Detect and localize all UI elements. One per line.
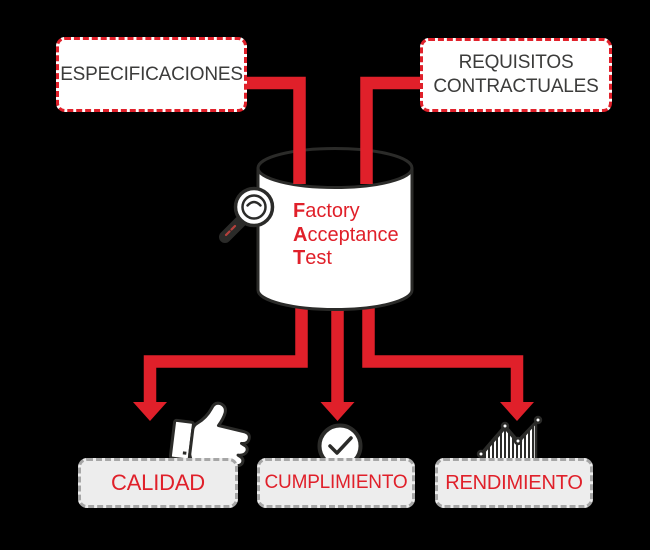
fat-line-acceptance: Acceptance <box>293 223 399 246</box>
fat-title: Factory Acceptance Test <box>293 200 399 271</box>
output-label: CALIDAD <box>111 470 205 495</box>
output-box-rendimiento: RENDIMIENTO <box>435 458 593 508</box>
arrow-down-heads <box>133 402 534 421</box>
output-box-calidad: CALIDAD <box>78 458 238 508</box>
output-box-cumplimiento: CUMPLIMIENTO <box>257 458 415 508</box>
cylinder-top-opening <box>256 147 414 189</box>
input-box-requisitos-contractuales: REQUISITOS CONTRACTUALES <box>420 38 612 112</box>
input-label: REQUISITOS CONTRACTUALES <box>433 52 599 97</box>
magnifier-icon <box>219 186 275 243</box>
fat-line-test: Test <box>293 247 332 269</box>
output-label: RENDIMIENTO <box>445 471 583 494</box>
cylinder-body <box>256 168 414 311</box>
performance-chart-icon <box>476 415 543 466</box>
input-box-especificaciones: ESPECIFICACIONES <box>56 37 247 112</box>
fat-line-factory: Factory <box>293 200 360 222</box>
input-label: ESPECIFICACIONES <box>60 63 243 85</box>
input-connectors <box>243 76 424 184</box>
output-label: CUMPLIMIENTO <box>264 472 408 493</box>
